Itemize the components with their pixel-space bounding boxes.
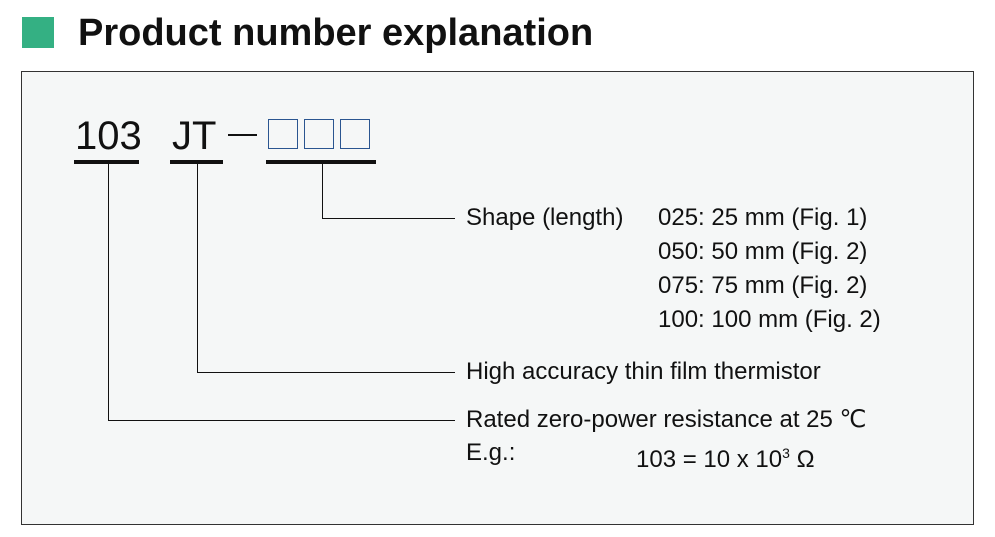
example-label: E.g.: [466, 439, 516, 466]
page-title: Product number explanation [78, 12, 594, 54]
shape-placeholder-box [268, 119, 298, 149]
leader-line [197, 163, 198, 372]
section-marker-icon [22, 17, 54, 48]
shape-label: Shape (length) [466, 204, 624, 231]
shape-option: 050: 50 mm (Fig. 2) [658, 238, 868, 265]
code-dash [228, 134, 257, 136]
shape-option: 025: 25 mm (Fig. 1) [658, 204, 868, 231]
leader-line [322, 163, 323, 218]
underline-shape [266, 160, 376, 164]
code-resistance: 103 [75, 114, 142, 158]
resistance-label: Rated zero-power resistance at 25 ℃ [466, 406, 867, 433]
example-base: 103 = 10 x 10 [636, 446, 783, 473]
underline-resistance [74, 160, 139, 164]
example-unit: Ω [796, 446, 815, 473]
leader-line [108, 163, 109, 420]
leader-line [322, 218, 455, 219]
leader-line [108, 420, 455, 421]
shape-option: 075: 75 mm (Fig. 2) [658, 272, 868, 299]
type-description: High accuracy thin film thermistor [466, 358, 821, 385]
example-value: 103 = 10 x 103 Ω [636, 439, 815, 474]
shape-placeholder-box [304, 119, 334, 149]
shape-option: 100: 100 mm (Fig. 2) [658, 306, 881, 333]
code-type: JT [172, 114, 217, 158]
leader-line [197, 372, 455, 373]
example-exponent: 3 [782, 445, 790, 461]
shape-placeholder-box [340, 119, 370, 149]
explanation-panel [21, 71, 974, 525]
underline-type [170, 160, 223, 164]
